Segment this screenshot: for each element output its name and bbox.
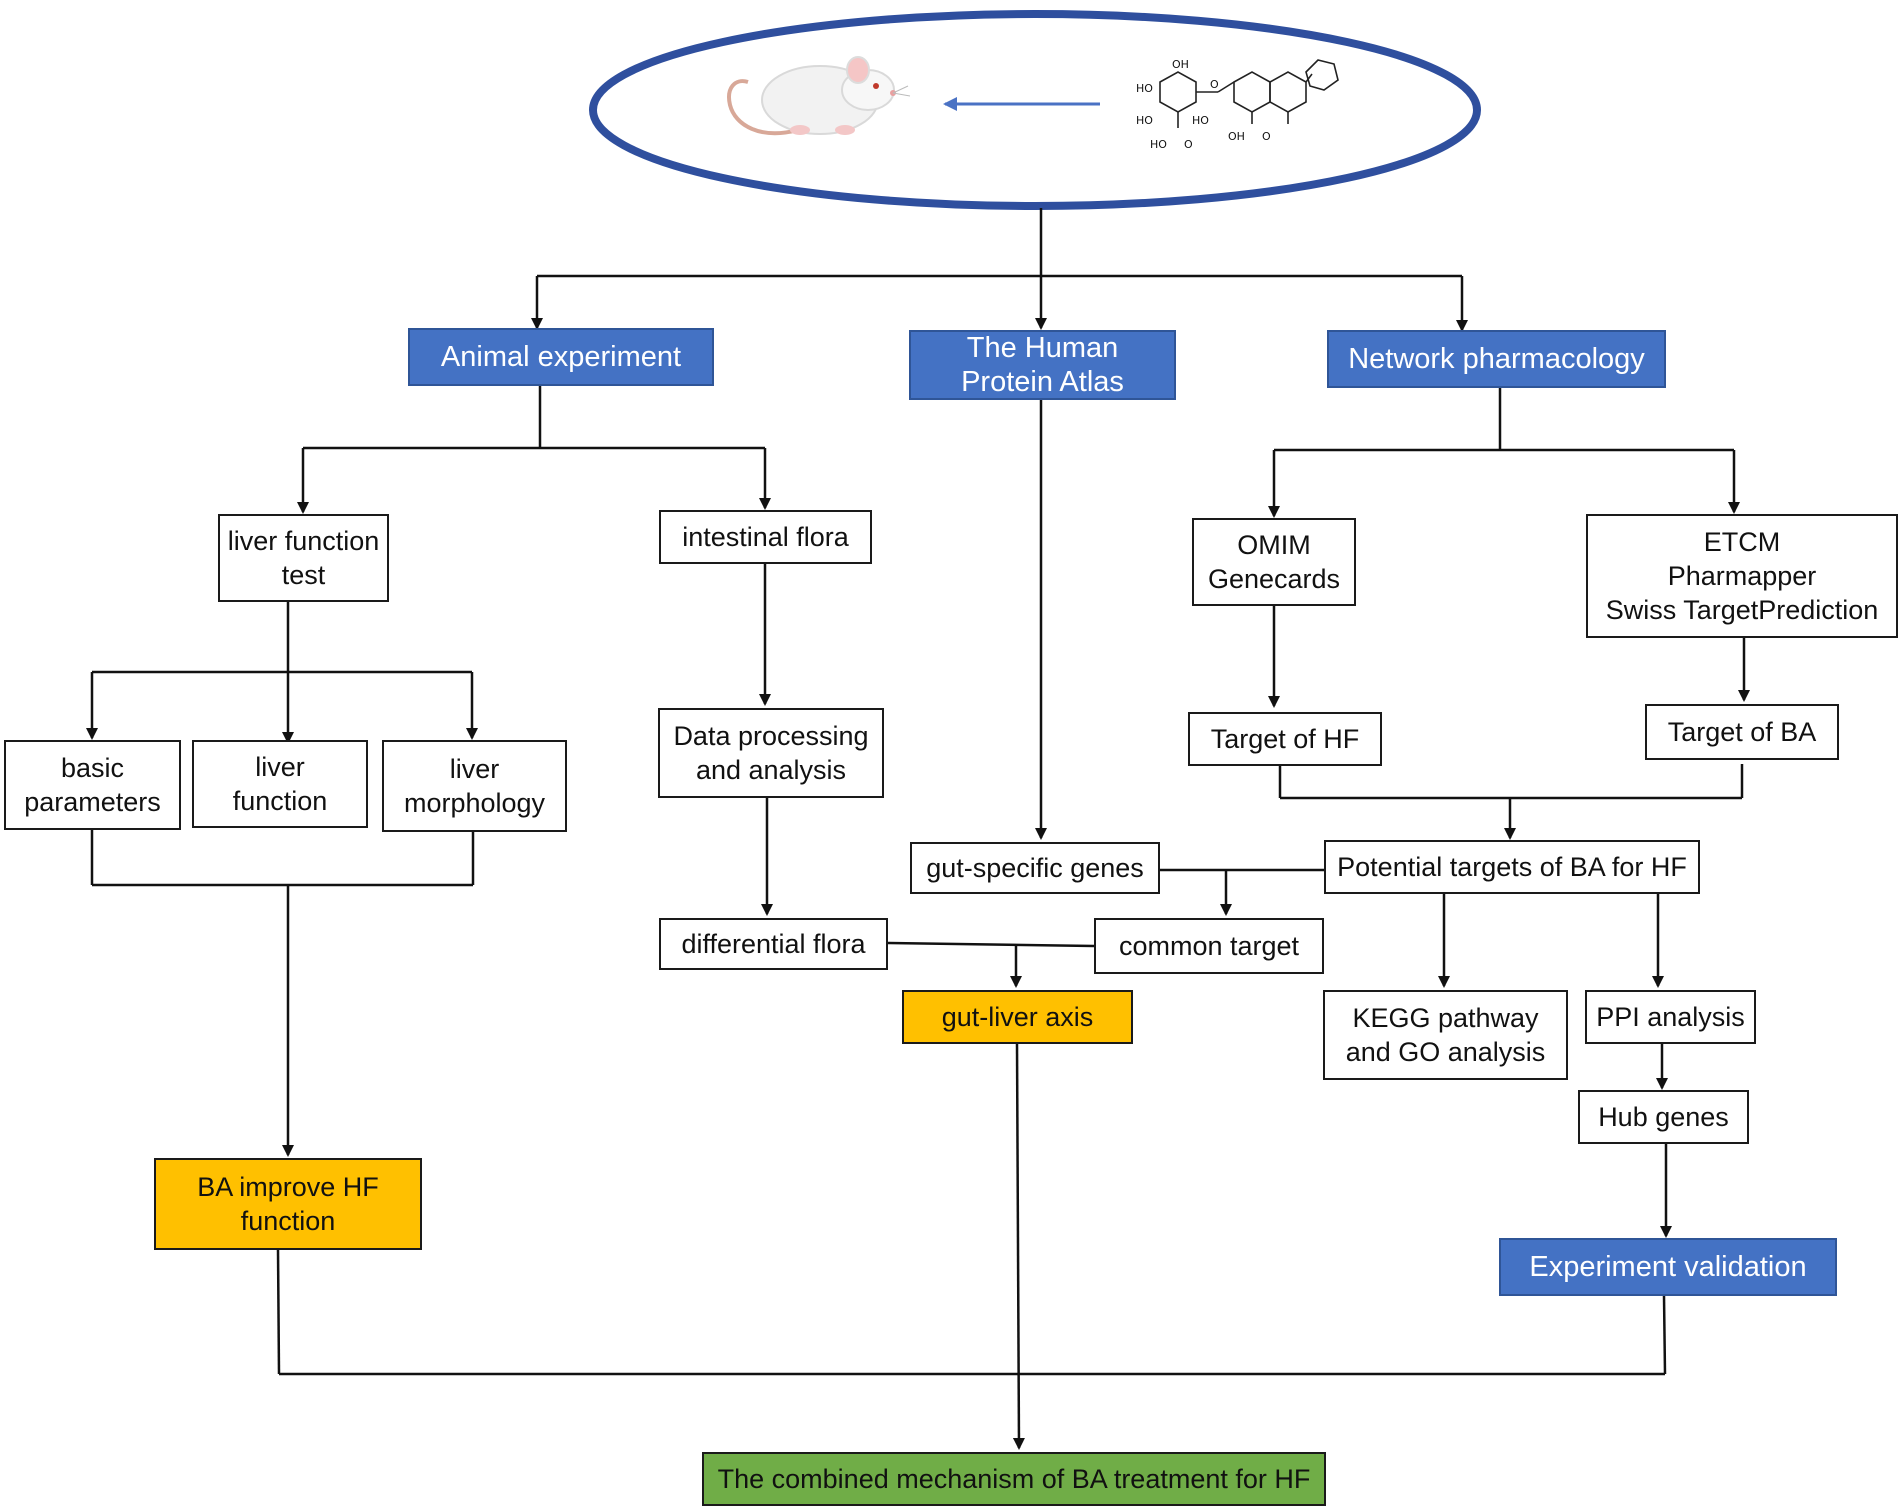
target-of-hf-node: Target of HF — [1188, 712, 1382, 766]
gut-liver-axis-node: gut-liver axis — [902, 990, 1133, 1044]
human-protein-atlas-node: The Human Protein Atlas — [909, 330, 1176, 400]
combined-mechanism-node: The combined mechanism of BA treatment f… — [702, 1452, 1326, 1506]
molecule-label: O — [1210, 78, 1219, 91]
potential-targets-node: Potential targets of BA for HF — [1324, 840, 1700, 894]
molecule-label: HO — [1192, 114, 1209, 127]
molecule-label: HO — [1150, 138, 1167, 151]
ppi-analysis-node: PPI analysis — [1585, 990, 1756, 1044]
molecule-label: O — [1184, 138, 1193, 151]
molecule-label: O — [1262, 130, 1271, 143]
differential-flora-node: differential flora — [659, 918, 888, 970]
animal-experiment-node: Animal experiment — [408, 328, 714, 386]
gut-specific-genes-node: gut-specific genes — [910, 842, 1160, 894]
header-ellipse — [589, 10, 1481, 210]
mouse-icon — [727, 56, 911, 136]
liver-function-test-node: liver function test — [218, 514, 389, 602]
connectors — [86, 208, 1750, 1450]
kegg-go-analysis-node: KEGG pathway and GO analysis — [1323, 990, 1568, 1080]
molecule-label: HO — [1136, 114, 1153, 127]
ba-improve-hf-node: BA improve HF function — [154, 1158, 422, 1250]
liver-function-node: liver function — [192, 740, 368, 828]
molecule-label: HO — [1136, 82, 1153, 95]
hub-genes-node: Hub genes — [1578, 1090, 1749, 1144]
etcm-pharmapper-node: ETCM Pharmapper Swiss TargetPrediction — [1586, 514, 1898, 638]
common-target-node: common target — [1094, 918, 1324, 974]
data-processing-node: Data processing and analysis — [658, 708, 884, 798]
experiment-validation-node: Experiment validation — [1499, 1238, 1837, 1296]
molecule-label: OH — [1172, 58, 1189, 71]
target-of-ba-node: Target of BA — [1645, 704, 1839, 760]
molecule-labels: HO OH HO HO HO OH O O O — [1136, 58, 1271, 151]
molecule-structure-icon — [1159, 59, 1339, 128]
liver-morphology-node: liver morphology — [382, 740, 567, 832]
intestinal-flora-node: intestinal flora — [659, 510, 872, 564]
basic-parameters-node: basic parameters — [4, 740, 181, 830]
molecule-label: OH — [1228, 130, 1245, 143]
network-pharmacology-node: Network pharmacology — [1327, 330, 1666, 388]
omim-genecards-node: OMIM Genecards — [1192, 518, 1356, 606]
